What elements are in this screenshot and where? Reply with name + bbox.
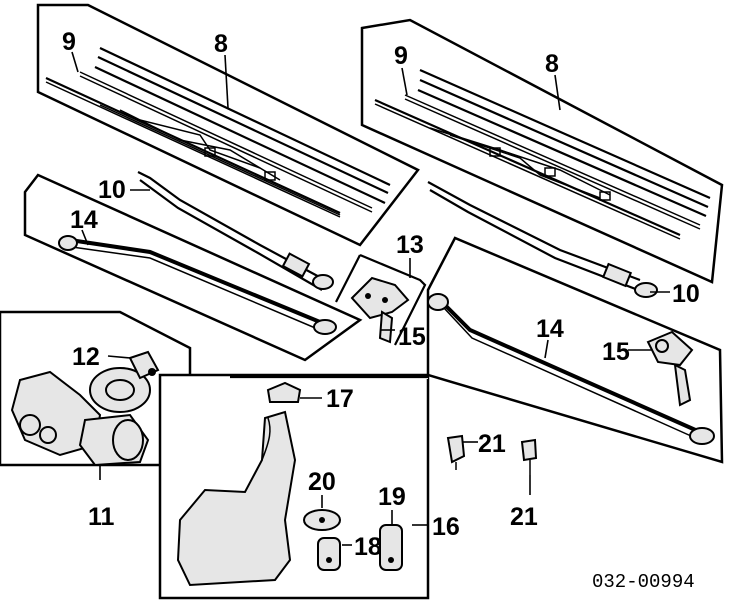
leader-lines — [71, 51, 670, 546]
arm-panel-right — [426, 181, 724, 464]
callout-nozzle-left: 21 — [478, 430, 506, 458]
nozzles — [446, 434, 538, 475]
diagram-code: 032-00994 — [592, 571, 695, 593]
arm-panel-left — [23, 171, 363, 362]
callout-blade-insert-right: 9 — [394, 42, 408, 70]
callout-wiper-motor: 11 — [88, 503, 115, 531]
callout-nozzle-right: 21 — [510, 503, 538, 531]
blade-panel-right — [360, 18, 724, 284]
callout-wiper-blade-left: 8 — [214, 30, 228, 58]
callout-washer-reservoir: 16 — [432, 513, 460, 541]
callout-pump-seal: 20 — [308, 468, 336, 496]
callout-pivot-left: 15 — [398, 323, 426, 351]
callout-pivot-bracket: 13 — [396, 231, 424, 259]
washer-panel — [158, 373, 430, 600]
callout-wiper-blade-right: 8 — [545, 50, 559, 78]
pivot-bracket-panel — [335, 253, 427, 346]
callout-washer-pump-rear: 19 — [378, 483, 406, 511]
callout-link-rod-right: 14 — [536, 315, 564, 343]
blade-panel-left — [36, 3, 420, 247]
callout-washer-pump-front: 18 — [354, 533, 382, 561]
callout-reservoir-cap: 17 — [326, 385, 354, 413]
callout-motor-cap: 12 — [72, 343, 100, 371]
callout-pivot-right: 15 — [602, 338, 630, 366]
callout-wiper-arm-left: 10 — [98, 176, 126, 204]
callout-blade-insert-left: 9 — [62, 28, 76, 56]
callout-wiper-arm-right: 10 — [672, 280, 700, 308]
motor-panel — [0, 310, 192, 467]
callout-link-rod-left: 14 — [70, 206, 98, 234]
callout-labels: 9 8 9 8 10 14 13 10 15 14 15 12 11 17 20… — [62, 28, 700, 593]
